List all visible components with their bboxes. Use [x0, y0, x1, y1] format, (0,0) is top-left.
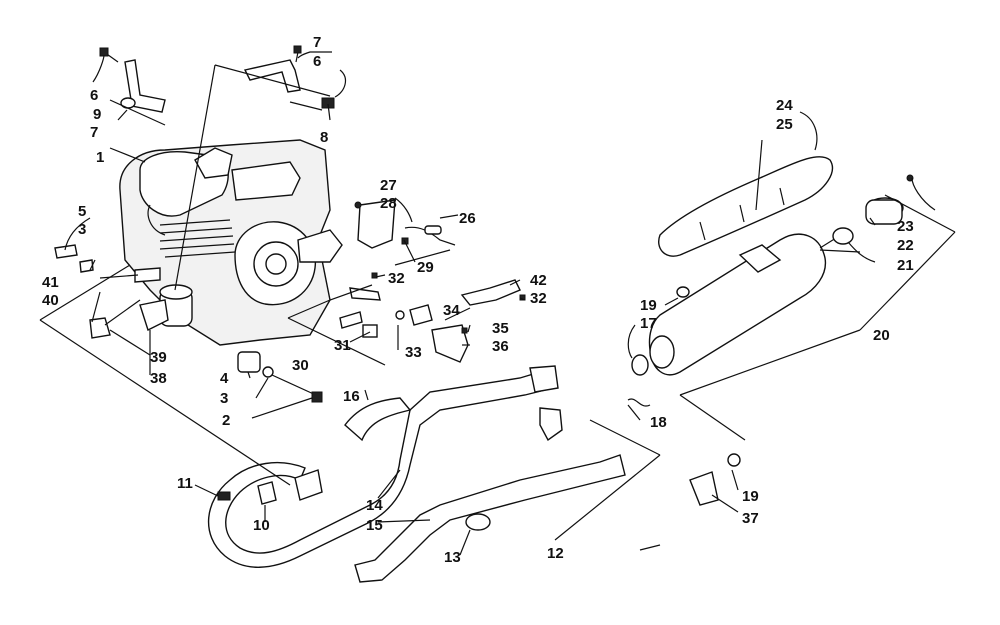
callout-15: 15 — [366, 517, 383, 534]
callout-14: 14 — [366, 497, 383, 514]
engine-mount-bracket-left — [99, 47, 166, 113]
callout-7: 7 — [313, 34, 321, 51]
callout-2: 2 — [222, 412, 230, 429]
callout-3: 3 — [220, 390, 228, 407]
heat-shield — [658, 156, 833, 257]
callout-25: 25 — [776, 116, 793, 133]
engine-block — [119, 139, 343, 346]
callout-40: 40 — [42, 292, 59, 309]
sensor-bracket — [354, 199, 456, 249]
callout-26: 26 — [459, 210, 476, 227]
callout-22: 22 — [897, 237, 914, 254]
left-mount-parts — [54, 244, 169, 339]
callout-10: 10 — [253, 517, 270, 534]
callout-39: 39 — [150, 349, 167, 366]
muffler-mount-bracket — [627, 398, 741, 506]
callout-35: 35 — [492, 320, 509, 337]
callout-19: 19 — [640, 297, 657, 314]
callout-28: 28 — [380, 195, 397, 212]
callout-33: 33 — [405, 344, 422, 361]
callout-18: 18 — [650, 414, 667, 431]
callout-6: 6 — [313, 53, 321, 70]
callout-31: 31 — [334, 337, 351, 354]
callout-17: 17 — [640, 315, 657, 332]
callout-8: 8 — [320, 129, 328, 146]
spark-arrestor — [865, 174, 914, 225]
callout-20: 20 — [873, 327, 890, 344]
callout-36: 36 — [492, 338, 509, 355]
head-pipe — [207, 365, 559, 568]
callout-16: 16 — [343, 388, 360, 405]
callout-32: 32 — [530, 290, 547, 307]
throttle-bracket — [339, 272, 526, 363]
callout-5: 5 — [78, 203, 86, 220]
callout-19: 19 — [742, 488, 759, 505]
callout-41: 41 — [42, 274, 59, 291]
head-pipe-rear — [217, 407, 626, 583]
callout-23: 23 — [897, 218, 914, 235]
callout-38: 38 — [150, 370, 167, 387]
callout-37: 37 — [742, 510, 759, 527]
callout-11: 11 — [177, 475, 193, 492]
callout-29: 29 — [417, 259, 434, 276]
callout-21: 21 — [897, 257, 914, 274]
callout-13: 13 — [444, 549, 461, 566]
muffler — [631, 227, 854, 376]
callout-30: 30 — [292, 357, 309, 374]
callout-1: 1 — [96, 149, 104, 166]
callout-6: 6 — [90, 87, 98, 104]
engine-mount-bolt-lower — [237, 351, 323, 403]
callout-12: 12 — [547, 545, 564, 562]
callout-32: 32 — [388, 270, 405, 287]
callout-3: 3 — [78, 221, 86, 238]
leader-lines — [39, 51, 956, 556]
callout-34: 34 — [443, 302, 460, 319]
callout-24: 24 — [776, 97, 793, 114]
callout-7: 7 — [90, 124, 98, 141]
callout-9: 9 — [93, 106, 101, 123]
callout-27: 27 — [380, 177, 397, 194]
callout-4: 4 — [220, 370, 229, 387]
callout-42: 42 — [530, 272, 547, 289]
callout-labels: 1 2 3 3 4 5 6 6 7 7 8 9 10 11 12 13 14 1… — [42, 34, 914, 566]
